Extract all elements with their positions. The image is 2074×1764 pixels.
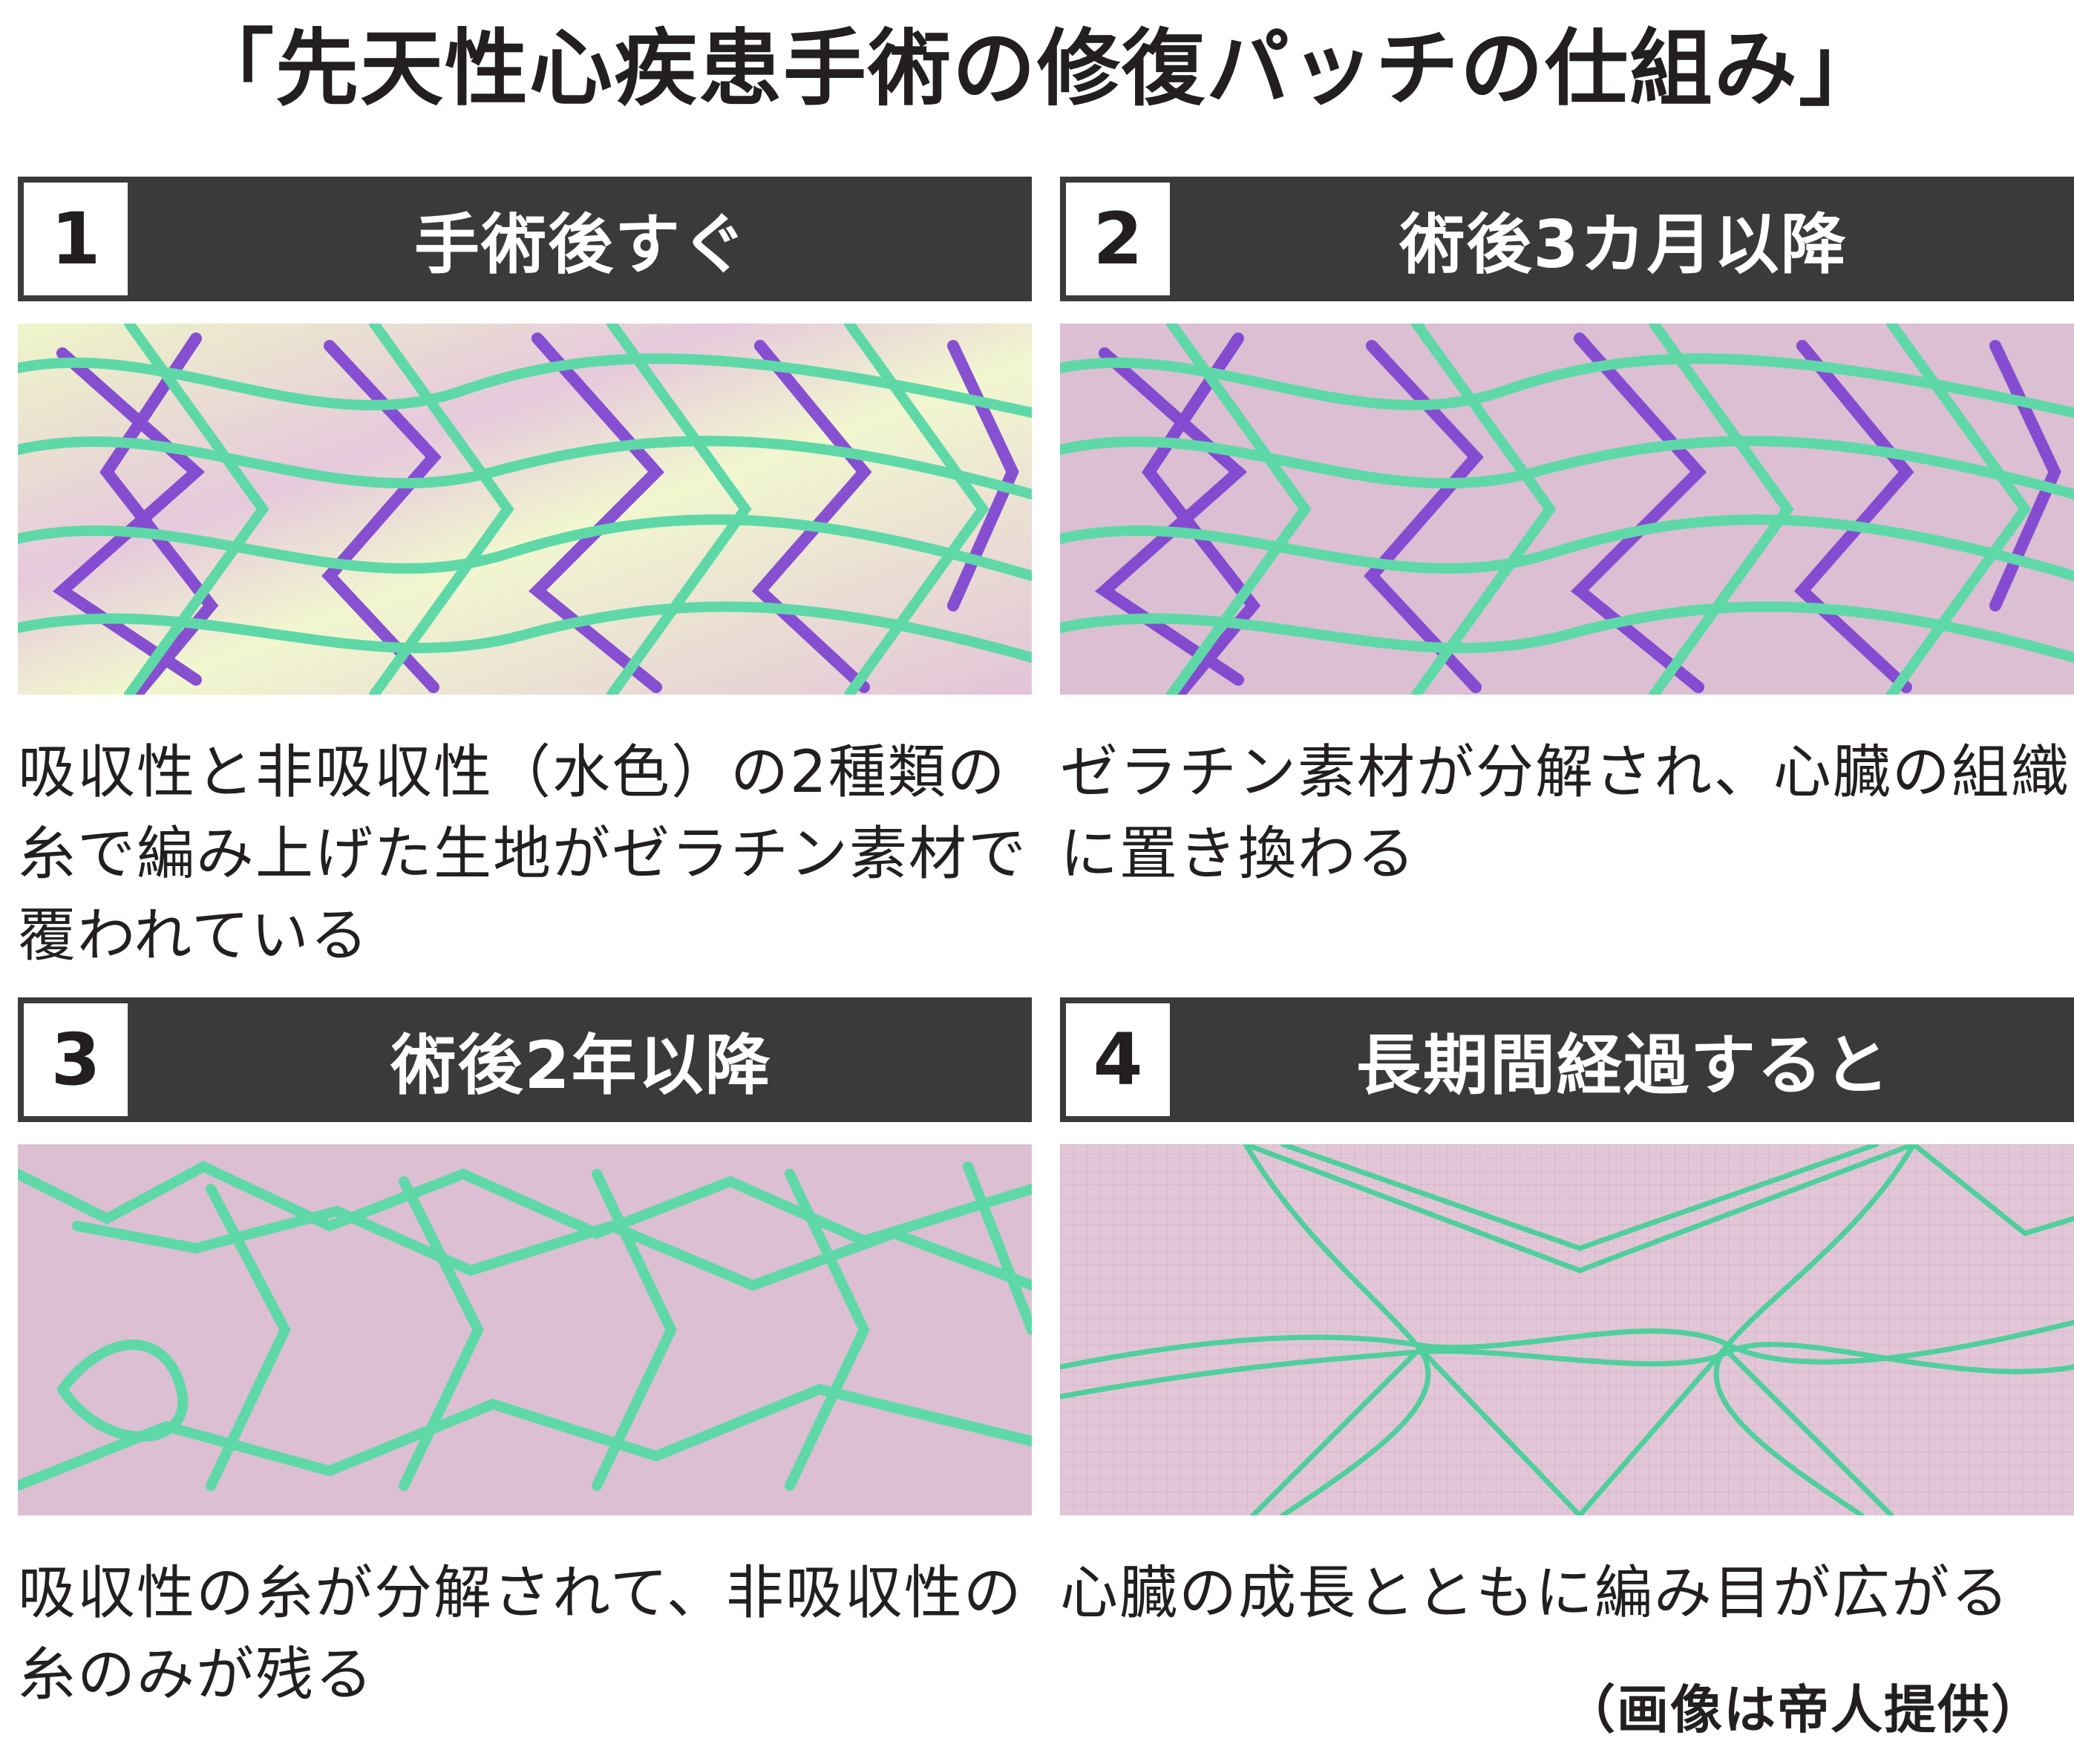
panel-number: 4 [1063,1000,1173,1119]
panel-header: 3 術後2年以降 [18,997,1032,1122]
panel-header: 1 手術後すぐ [18,177,1032,301]
panel-heading: 手術後すぐ [413,206,748,283]
panel-heading: 長期間経過すると [1355,1026,1891,1104]
image-credit: （画像は帝人提供） [1563,1679,2044,1740]
panel-header: 4 長期間経過すると [1060,997,2074,1122]
page-title: 「先天性心疾患手術の修復パッチの仕組み」 [191,21,1883,117]
panel-heading: 術後3カ月以降 [1399,206,1848,283]
panel-caption: 吸収性の糸が分解されて、非吸収性の糸のみが残る [18,1560,1023,1708]
panel-number: 2 [1063,180,1173,298]
knitted-patch-with-gelatin-icon [18,324,1032,695]
knitted-patch-gelatin-dissolved-icon [1060,324,2074,695]
panel-caption: 心臓の成長とともに編み目が広がる [1060,1560,2011,1627]
non-absorbable-threads-only-icon [18,1144,1032,1515]
panel-caption: ゼラチン素材が分解され、心臓の組織に置き換わる [1060,739,2070,888]
panel-number: 1 [21,180,131,298]
panel-caption: 吸収性と非吸収性（水色）の2種類の糸で編み上げた生地がゼラチン素材で覆われている [18,739,1028,969]
expanded-mesh-icon [1060,1144,2074,1515]
panel-heading: 術後2年以降 [390,1026,772,1104]
panel-number: 3 [21,1000,131,1119]
panel-header: 2 術後3カ月以降 [1060,177,2074,301]
